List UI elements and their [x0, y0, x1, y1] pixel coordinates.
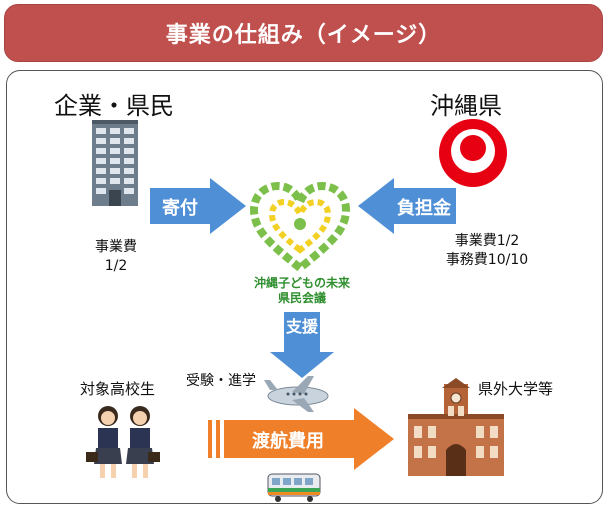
- donation-arrow: 寄付: [150, 178, 246, 234]
- support-arrow: 支援: [270, 312, 334, 378]
- university-building-icon: [408, 378, 504, 476]
- burden-arrow: 負担金: [358, 178, 456, 234]
- corporate-share-line2: 1/2: [104, 258, 128, 274]
- corporate-share-note: 事業費 1/2: [88, 238, 144, 276]
- council-name: 沖縄子どもの未来 県民会議: [244, 276, 360, 306]
- exam-note: 受験・進学: [186, 373, 256, 389]
- burden-label: 負担金: [397, 197, 452, 219]
- support-label: 支援: [285, 317, 319, 336]
- corporate-label: 企業・県民: [54, 92, 174, 120]
- universities-label: 県外大学等: [478, 380, 554, 398]
- pref-share-line2: 事務費10/10: [445, 252, 529, 268]
- travel-label: 渡航費用: [252, 430, 324, 452]
- corporate-share-line1: 事業費: [95, 239, 137, 255]
- office-building-icon: [92, 120, 138, 206]
- council-name-line1: 沖縄子どもの未来: [253, 276, 350, 290]
- pref-share-line1: 事業費1/2: [454, 233, 520, 249]
- prefecture-share-note: 事業費1/2 事務費10/10: [432, 232, 542, 270]
- travel-arrow: 渡航費用: [208, 408, 394, 470]
- airplane-icon: [264, 376, 329, 412]
- title-banner: 事業の仕組み（イメージ）: [4, 4, 603, 62]
- page-title: 事業の仕組み（イメージ）: [165, 23, 442, 48]
- students-icon: [86, 406, 160, 478]
- prefecture-label: 沖縄県: [430, 92, 502, 120]
- okinawa-emblem-icon: [439, 119, 507, 187]
- train-icon: [267, 473, 321, 502]
- heart-logo-icon: [249, 181, 351, 274]
- donation-label: 寄付: [162, 197, 198, 219]
- council-name-line2: 県民会議: [277, 291, 326, 305]
- students-label: 対象高校生: [80, 380, 156, 398]
